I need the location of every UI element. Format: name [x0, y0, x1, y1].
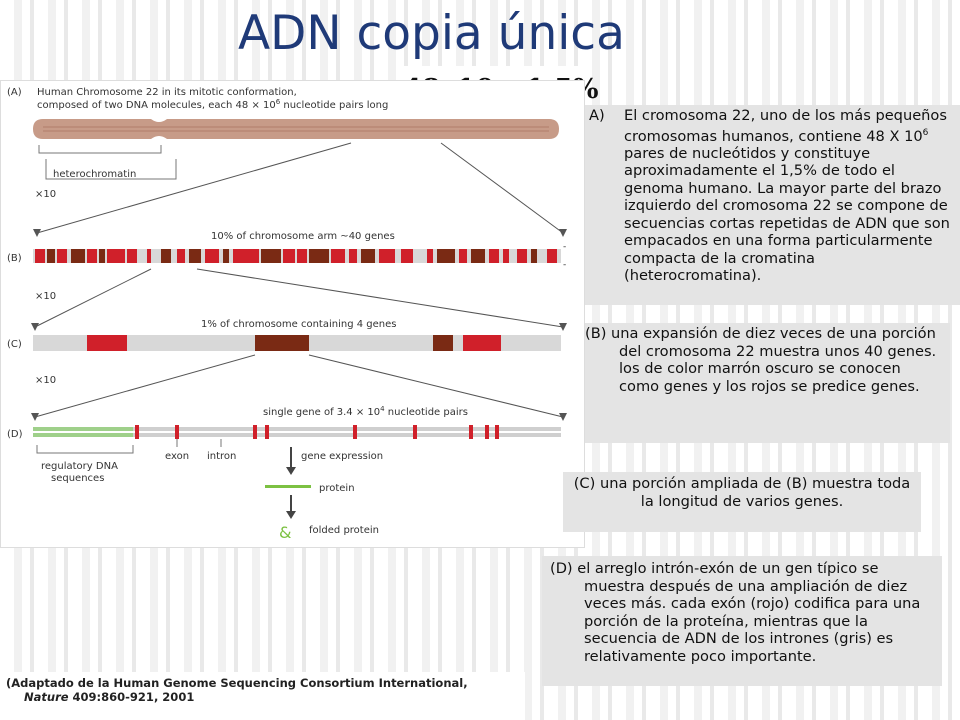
folded-protein-label: folded protein	[309, 525, 379, 536]
regulatory-label-1: regulatory DNA	[41, 461, 118, 472]
caption-c: 1% of chromosome containing 4 genes	[201, 319, 396, 330]
gene-b-33	[547, 249, 557, 263]
panel-b-paragraph: (B) una expansión de diez veces de una p…	[585, 325, 937, 395]
gene-b-4	[71, 249, 85, 263]
gene-b-21	[349, 249, 357, 263]
gene-b-18	[297, 249, 307, 263]
zoom-line-c-left	[34, 354, 256, 418]
chromosome-figure: (A) Human Chromosome 22 in its mitotic c…	[0, 80, 585, 548]
panel-d-paragraph: (D) el arreglo intrón-exón de un gen típ…	[550, 560, 921, 665]
exon-d-6	[413, 425, 417, 439]
panel-d-label: (D)	[7, 429, 23, 440]
zoom-label-c: ×10	[35, 375, 56, 386]
zoom-line-c-right	[308, 354, 564, 418]
exon-d-3	[253, 425, 257, 439]
exon-d-8	[485, 425, 489, 439]
protein-bar	[265, 485, 311, 488]
zoom-line-a-right	[440, 142, 564, 234]
exon-d-7	[469, 425, 473, 439]
gene-b-30	[503, 249, 509, 263]
gene-b-32	[531, 249, 537, 263]
gene-b-15	[233, 249, 259, 263]
zoom-label-b: ×10	[35, 291, 56, 302]
gene-b-28	[471, 249, 485, 263]
zoom-line-a-left	[36, 142, 352, 234]
panel-a-label-text: A)	[589, 107, 605, 124]
exon-d-4	[265, 425, 269, 439]
gene-c-4	[463, 335, 501, 351]
gene-b-2	[47, 249, 55, 263]
zoom-line-b-left	[34, 268, 152, 328]
gene-b-5	[87, 249, 97, 263]
intron-label: intron	[207, 451, 236, 462]
gene-b-29	[489, 249, 499, 263]
gene-b-23	[379, 249, 395, 263]
gene-b-22	[361, 249, 375, 263]
caption-a-line2: composed of two DNA molecules, each 48 ×…	[37, 98, 388, 111]
gene-b-19	[309, 249, 329, 263]
gene-track-b	[35, 249, 557, 263]
gene-b-9	[147, 249, 151, 263]
panel-c-paragraph: (C) una porción ampliada de (B) muestra …	[573, 475, 911, 510]
gene-expression-label: gene expression	[301, 451, 383, 462]
gene-c-2	[255, 335, 309, 351]
caption-a-line1: Human Chromosome 22 in its mitotic confo…	[37, 87, 297, 98]
panel-c-text: (C) una porción ampliada de (B) muestra …	[563, 472, 921, 532]
gene-b-11	[177, 249, 185, 263]
gene-b-27	[459, 249, 467, 263]
chromosome-22	[33, 119, 559, 139]
citation-line2: 409:860-921, 2001	[68, 690, 195, 704]
panel-d-text: (D) el arreglo intrón-exón de un gen típ…	[542, 556, 942, 686]
svg-text:-: -	[563, 260, 566, 270]
exon-d-1	[135, 425, 139, 439]
gene-b-1	[35, 249, 45, 263]
slide-title: ADN copia única	[238, 6, 625, 61]
heterochromatin-bracket	[38, 145, 162, 154]
gene-b-31	[517, 249, 527, 263]
gene-b-12	[189, 249, 201, 263]
gene-b-25	[427, 249, 433, 263]
regulatory-bracket	[36, 445, 134, 454]
gene-b-3	[57, 249, 67, 263]
gene-b-6	[99, 249, 105, 263]
exon-d-5	[353, 425, 357, 439]
panel-a-text: A)El cromosoma 22, uno de los más pequeñ…	[585, 105, 960, 305]
panel-b-text: (B) una expansión de diez veces de una p…	[585, 323, 950, 443]
zoom-label-a: ×10	[35, 189, 56, 200]
folded-protein-icon: &	[279, 523, 291, 542]
regulatory-label-2: sequences	[51, 473, 104, 484]
citation-line1: (Adaptado de la Human Genome Sequencing …	[6, 676, 468, 690]
heterochromatin-label: heterochromatin	[53, 169, 136, 180]
gene-b-24	[401, 249, 413, 263]
protein-label: protein	[319, 483, 355, 494]
gene-b-26	[437, 249, 455, 263]
caption-d: single gene of 3.4 × 104 nucleotide pair…	[263, 405, 468, 418]
gene-c-1	[87, 335, 127, 351]
gene-b-20	[331, 249, 345, 263]
gene-b-16	[261, 249, 281, 263]
gene-c-3	[433, 335, 453, 351]
exon-d-9	[495, 425, 499, 439]
gene-b-8	[127, 249, 137, 263]
panel-a-label: (A)	[7, 87, 22, 98]
gene-b-7	[107, 249, 125, 263]
exon-d-2	[175, 425, 179, 439]
gene-b-14	[223, 249, 229, 263]
svg-text:-: -	[563, 242, 566, 252]
chromosome-diagram: (A) Human Chromosome 22 in its mitotic c…	[7, 87, 567, 542]
zoom-line-b-right	[196, 268, 564, 328]
exon-label: exon	[165, 451, 189, 462]
exon-track-d	[135, 425, 499, 439]
gene-b-10	[161, 249, 171, 263]
citation-journal: Nature	[24, 690, 69, 704]
gene-b-17	[283, 249, 295, 263]
gene-b-13	[205, 249, 219, 263]
citation: (Adaptado de la Human Genome Sequencing …	[0, 672, 525, 720]
panel-c-label: (C)	[7, 339, 22, 350]
caption-b: 10% of chromosome arm ~40 genes	[211, 231, 395, 242]
panel-b-label: (B)	[7, 253, 22, 264]
